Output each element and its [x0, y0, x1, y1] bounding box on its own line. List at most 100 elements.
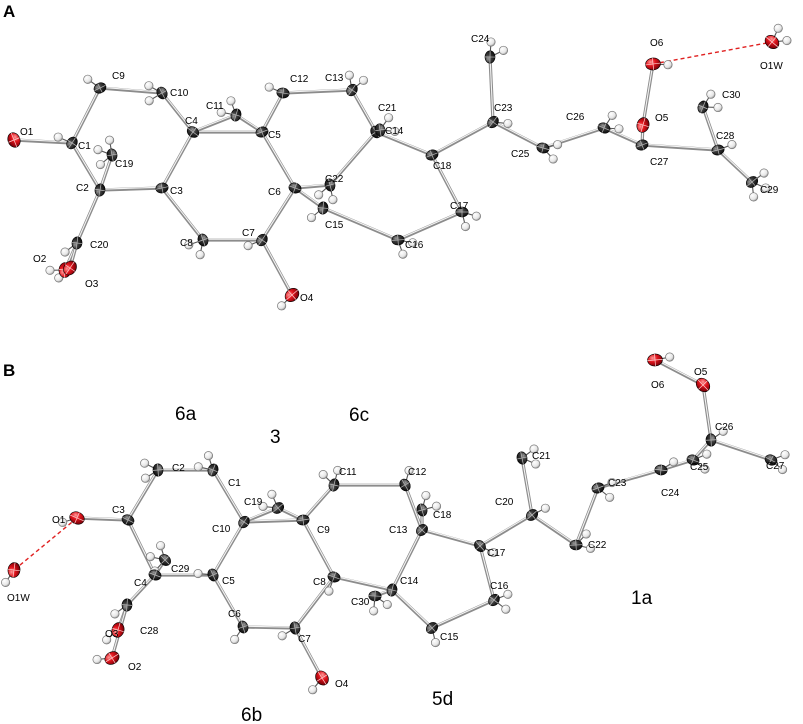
- panel-b-atom-c25: [686, 454, 700, 466]
- ring-tag-3: 3: [270, 427, 281, 448]
- panel-a-atom-label-c26: C26: [566, 112, 585, 123]
- panel-a-bond-C4-C10: [160, 91, 195, 134]
- panel-b-bond-C9-C11: [301, 483, 336, 522]
- panel-b-bond-C2-C1: [156, 468, 215, 472]
- panel-a-bond-C10-C9: [98, 86, 164, 95]
- panel-a-bond-O1-C1: [12, 138, 74, 145]
- panel-b-atom-label-c8: C8: [313, 577, 326, 588]
- panel-b-atom-label-c7: C7: [298, 634, 311, 645]
- panel-a-atom-label-o6: O6: [650, 38, 664, 49]
- panel-b-atom-c30: [368, 590, 382, 602]
- panel-a-bond-O5-O6: [641, 62, 655, 127]
- panel-a-atom-c20: [71, 236, 83, 250]
- panel-a-bond-C28-C30: [701, 105, 720, 152]
- panel-b-atom-c4: [148, 569, 162, 581]
- panel-b-atom-label-c24: C24: [661, 488, 680, 499]
- panel-b-atom-c3: [121, 514, 135, 526]
- panel-b-atom-label-c13: C13: [389, 525, 408, 536]
- panel-b-bond-C6-C7: [241, 625, 297, 630]
- panel-b-atom-c8: [327, 571, 341, 583]
- panel-a-bond-C8-C3: [160, 186, 205, 242]
- panel-b-atom-label-c12: C12: [408, 467, 427, 478]
- panel-a-bond-C2-C20: [75, 188, 102, 245]
- panel-b-bond-C4-C28: [125, 573, 157, 607]
- panel-a-atom-c26: [597, 122, 611, 134]
- panel-b-bond-C14-C15: [390, 588, 434, 630]
- panel-b-atom-label-c1: C1: [228, 478, 241, 489]
- panel-b-bond-C22-C23: [574, 486, 600, 547]
- panel-a-bond-C18-C17: [430, 153, 464, 214]
- panel-b-atom-label-o2: O2: [128, 662, 142, 673]
- panel-b-bond-C17-C20: [478, 513, 534, 548]
- panel-a-atom-label-c14: C14: [385, 126, 404, 137]
- panel-b-atom-c21: [516, 451, 528, 465]
- panel-b-bond-C17-C13: [420, 528, 482, 548]
- panel-b-bond-C12-C13: [403, 483, 424, 532]
- panel-b-atom-label-c4: C4: [134, 578, 147, 589]
- panel-a-atom-c11: [230, 108, 242, 122]
- panel-b-atom-label-o5: O5: [694, 367, 708, 378]
- panel-b-bond-C15-C16: [430, 598, 496, 630]
- panel-a-atom-label-c8: C8: [180, 238, 193, 249]
- panel-a-atom-c18: [425, 149, 439, 161]
- panel-b-atom-label-o6: O6: [651, 380, 665, 391]
- panel-a-atom-c29: [745, 176, 759, 188]
- hydrogen-bond-layer: [13, 41, 773, 571]
- panel-b-atom-label-c19: C19: [244, 497, 263, 508]
- panel-b-bond-C10-C5: [211, 520, 246, 577]
- panel-a-hydrogen-atom: [184, 239, 204, 250]
- panel-b-atom-c17: [474, 540, 486, 552]
- panel-b-atom-c22: [569, 539, 583, 551]
- panel-a-bond-C5-C12: [260, 91, 285, 134]
- panel-a-hydrogen-atom: [328, 184, 338, 205]
- panel-a-atom-c4: [186, 126, 200, 138]
- panel-a-atom-label-c5: C5: [268, 130, 281, 141]
- panel-a-atom-label-c19: C19: [115, 159, 134, 170]
- panel-b-atom-o6: [647, 353, 663, 367]
- panel-a-atom-label-c13: C13: [325, 73, 344, 84]
- panel-a-atom-c8: [197, 233, 209, 247]
- panel-b-hydrogen-atom: [267, 489, 279, 509]
- panel-b-hydrogen-atom: [193, 462, 214, 472]
- panel-a-atom-label-o5: O5: [655, 113, 669, 124]
- panel-b-atom-o1w: [7, 562, 21, 578]
- panel-a-hydrogen-atom: [751, 181, 771, 193]
- panel-b-atom-label-c21: C21: [532, 451, 551, 462]
- panel-a-atom-label-c11: C11: [206, 101, 224, 112]
- panel-b-atom-label-c6: C6: [228, 609, 241, 620]
- panel-a-atom-c5: [255, 126, 269, 138]
- panel-b-atom-c20: [525, 509, 539, 521]
- panel-b-atom-label-c15: C15: [440, 632, 459, 643]
- panel-b-atom-c23: [591, 482, 605, 494]
- panel-b-atom-label-c28: C28: [140, 626, 159, 637]
- panel-b-atom-c10: [238, 515, 250, 529]
- panel-b-atom-label-c16: C16: [490, 581, 509, 592]
- panel-a-atom-label-c20: C20: [90, 240, 109, 251]
- panel-a-atom-label-c25: C25: [511, 149, 530, 160]
- panel-b-hbond-O1-O1W: [13, 517, 78, 571]
- panel-b-atom-label-o3: O3: [105, 629, 119, 640]
- panel-a-atom-c17: [455, 206, 469, 218]
- panel-b-atom-c7: [289, 621, 301, 635]
- panel-a-bond-C1-C2: [70, 141, 102, 192]
- panel-b-atom-label-c22: C22: [588, 540, 607, 551]
- panel-b-atom-label-c27: C27: [766, 461, 785, 472]
- panel-a-atom-o4: [284, 288, 300, 302]
- panel-a-bond-C14-C18: [374, 130, 434, 157]
- panel-a-atom-label-c17: C17: [450, 201, 469, 212]
- panel-a-atom-c16: [391, 234, 405, 246]
- panel-a-bond-C4-C5: [191, 130, 264, 134]
- panel-a-atom-label-c24: C24: [471, 34, 490, 45]
- panel-a-bond-C16-C15: [321, 206, 400, 242]
- panel-b-bond-C9-C10: [242, 518, 305, 524]
- panel-b-bond-C13-C14: [390, 528, 424, 592]
- panel-a-atom-label-o1: O1: [20, 127, 34, 138]
- panel-a-atom-label-c2: C2: [76, 183, 89, 194]
- ring-tag-6b: 6b: [241, 705, 262, 724]
- panel-a-atom-label-o2: O2: [33, 254, 47, 265]
- panel-b-atom-label-c20: C20: [495, 497, 514, 508]
- panel-a-atom-label-c30: C30: [722, 90, 741, 101]
- panel-b-atom-c5: [207, 568, 219, 582]
- panel-a-bond-C18-C23: [430, 120, 495, 157]
- panel-a-bond-C7-C8: [201, 238, 264, 242]
